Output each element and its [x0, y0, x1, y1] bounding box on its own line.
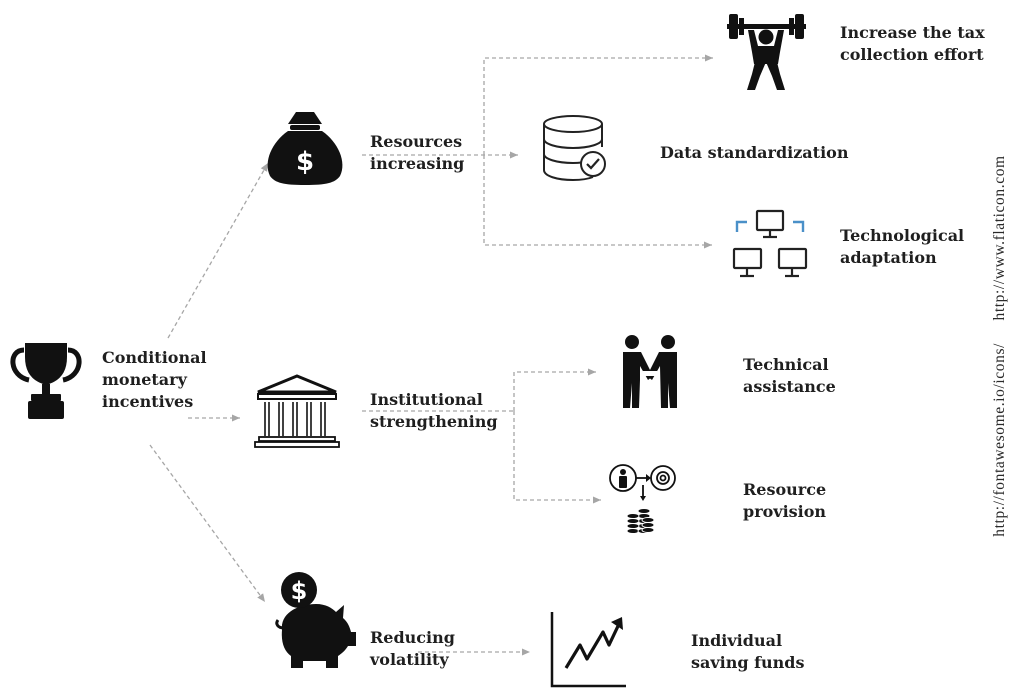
credit-fontawesome: http://fontawesome.io/icons/	[991, 342, 1008, 537]
network-computers-icon	[732, 209, 808, 278]
resource-allocation-icon	[609, 464, 676, 534]
technical-assistance-label-line-1: Technical	[743, 355, 829, 374]
resources-label: Resources increasing	[370, 131, 464, 175]
root-label-line-1: Conditional	[102, 348, 207, 367]
trophy-icon	[10, 343, 82, 419]
tax-label-line-2: collection effort	[840, 45, 984, 64]
resource-provision-label-line-2: provision	[743, 502, 827, 521]
tax-label: Increase the tax collection effort	[840, 22, 985, 66]
technological-adaptation-label: Technological adaptation	[840, 225, 964, 269]
piggy-bank-icon: $	[275, 572, 356, 668]
credit-flaticon: http://www.flaticon.com	[991, 155, 1008, 321]
institutional-label: Institutional strengthening	[370, 389, 498, 433]
bank-building-icon	[254, 374, 340, 448]
connector-root-to-resources	[167, 162, 269, 339]
technical-assistance-label-line-2: assistance	[743, 377, 836, 396]
connector-institutional-to-assistance	[513, 368, 596, 411]
technical-assistance-label: Technical assistance	[743, 354, 836, 398]
svg-text:$: $	[291, 577, 308, 605]
connectors	[149, 54, 713, 656]
root-label: Conditional monetary incentives	[102, 347, 207, 413]
volatility-label: Reducing volatility	[370, 627, 455, 671]
institutional-label-line-2: strengthening	[370, 412, 498, 431]
resource-provision-label-line-1: Resource	[743, 480, 827, 499]
saving-funds-label: Individual saving funds	[691, 630, 804, 674]
saving-funds-label-line-1: Individual	[691, 631, 783, 650]
icon-credits: http://fontawesome.io/icons/ http://www.…	[991, 146, 1009, 545]
technological-adaptation-label-line-2: adaptation	[840, 248, 937, 267]
volatility-label-line-2: volatility	[370, 650, 449, 669]
volatility-label-line-1: Reducing	[370, 628, 455, 647]
svg-text:$: $	[296, 147, 314, 177]
database-check-icon	[543, 115, 606, 182]
connector-resources-to-tech	[483, 155, 712, 249]
connector-resources-to-tax	[483, 54, 713, 155]
handshake-icon	[623, 335, 677, 408]
weightlifter-icon	[727, 14, 806, 90]
saving-funds-label-line-2: saving funds	[691, 653, 805, 672]
resources-label-line-1: Resources	[370, 132, 463, 151]
resources-label-line-2: increasing	[370, 154, 465, 173]
connector-institutional-to-provision	[513, 411, 601, 504]
root-label-line-3: incentives	[102, 392, 194, 411]
connector-root-to-volatility	[149, 444, 266, 603]
growth-chart-icon	[550, 612, 626, 688]
money-bag-icon: $	[267, 112, 343, 185]
data-standardization-label: Data standardization	[660, 142, 848, 164]
resource-provision-label: Resource provision	[743, 479, 826, 523]
institutional-label-line-1: Institutional	[370, 390, 483, 409]
tax-label-line-1: Increase the tax	[840, 23, 985, 42]
data-standardization-label-line-1: Data standardization	[660, 143, 849, 162]
technological-adaptation-label-line-1: Technological	[840, 226, 965, 245]
root-label-line-2: monetary	[102, 370, 187, 389]
